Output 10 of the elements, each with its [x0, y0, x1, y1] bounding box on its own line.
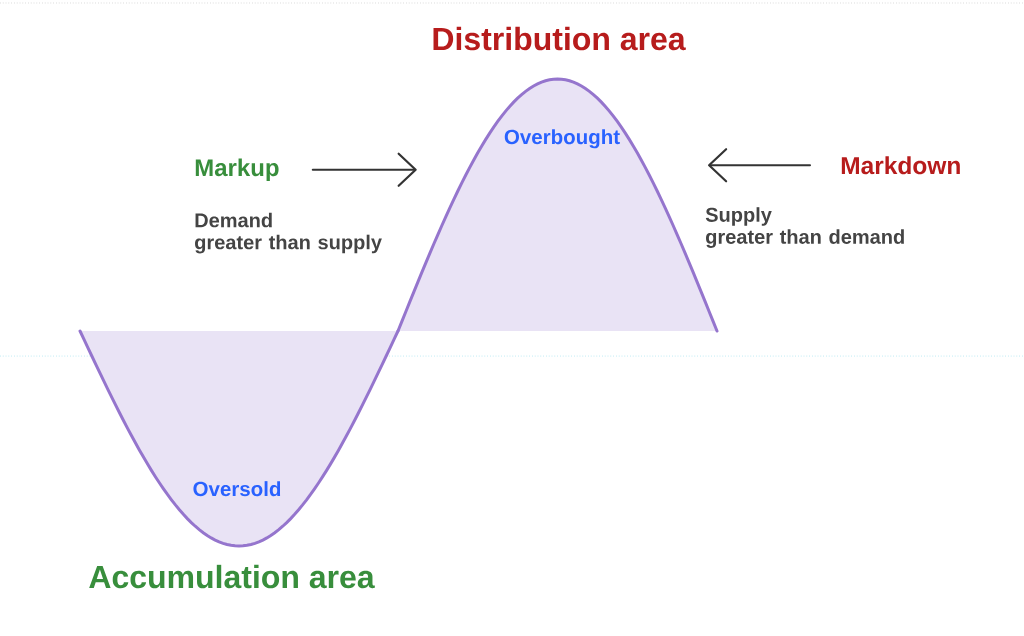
area-title: Accumulation area [89, 564, 375, 589]
zone-label: Overbought [504, 129, 620, 149]
description-text: Demand greater than supply [195, 212, 382, 254]
arrow [708, 148, 811, 183]
area-title: Distribution area [433, 26, 686, 51]
arrow [311, 152, 417, 187]
phase-label: Markup [195, 158, 279, 181]
phase-label: Markdown [841, 156, 960, 175]
description-text: Supply greater than demand [705, 207, 904, 248]
zone-label: Oversold [193, 481, 281, 497]
